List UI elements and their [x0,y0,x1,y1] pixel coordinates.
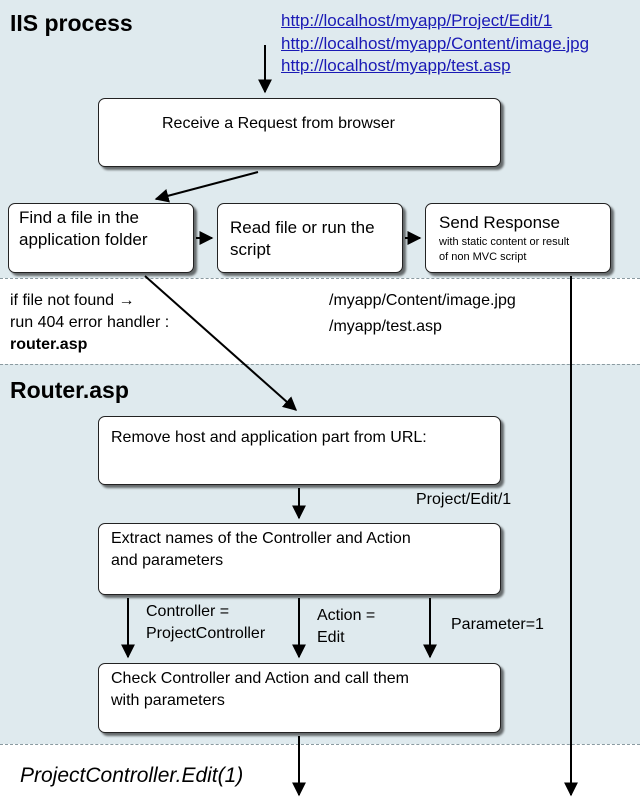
extract-names-box: Extract names of the Controller and Acti… [98,523,501,595]
section-divider [0,744,640,745]
send-response-detail: with static content or result [439,236,570,248]
static-path: /myapp/Content/image.jpg [329,292,516,309]
find-file-label: Find a file in the [19,208,140,227]
parameter-label: Parameter=1 [451,616,544,633]
check-controller-label: with parameters [111,692,225,709]
find-file-label: application folder [19,230,148,249]
extract-names-label: Extract names of the Controller and Acti… [111,530,411,547]
receive-request-label: Receive a Request from browser [162,115,395,132]
arrow-receive-to-find [154,171,259,203]
not-found-note: run 404 error handler : [10,314,170,331]
url-link[interactable]: http://localhost/myapp/Content/image.jpg [281,34,590,53]
url-link[interactable]: http://localhost/myapp/test.asp [281,56,511,75]
send-response-box: Send Response with static content or res… [425,203,611,273]
not-found-note: if file not found → [10,292,135,309]
static-path: /myapp/test.asp [329,318,442,335]
remove-host-box: Remove host and application part from UR… [98,416,501,485]
extract-names-label: and parameters [111,552,224,569]
receive-request-box: Receive a Request from browser [98,98,501,167]
url-link[interactable]: http://localhost/myapp/Project/Edit/1 [281,11,553,30]
route-path: Project/Edit/1 [416,491,512,508]
controller-label: ProjectController [146,625,266,642]
action-label: Action = [317,607,376,624]
arrow-find-to-router [144,275,298,411]
controller-label: Controller = [146,603,230,620]
find-file-box: Find a file in the application folder [8,203,194,273]
send-response-label: Send Response [439,213,560,232]
section-divider [0,278,640,279]
section-divider [0,364,640,365]
read-file-box: Read file or run the script [217,203,403,273]
read-file-label: script [230,240,271,259]
remove-host-label: Remove host and application part from UR… [111,429,427,446]
check-controller-label: Check Controller and Action and call the… [111,670,409,687]
check-controller-box: Check Controller and Action and call the… [98,663,501,733]
send-response-detail: of non MVC script [439,251,527,263]
read-file-label: Read file or run the [230,218,375,237]
action-label: Edit [317,629,345,646]
iis-process-title: IIS process [10,10,133,36]
router-title: Router.asp [10,377,129,403]
final-call-label: ProjectController.Edit(1) [20,764,244,787]
router-file-name: router.asp [10,336,88,353]
